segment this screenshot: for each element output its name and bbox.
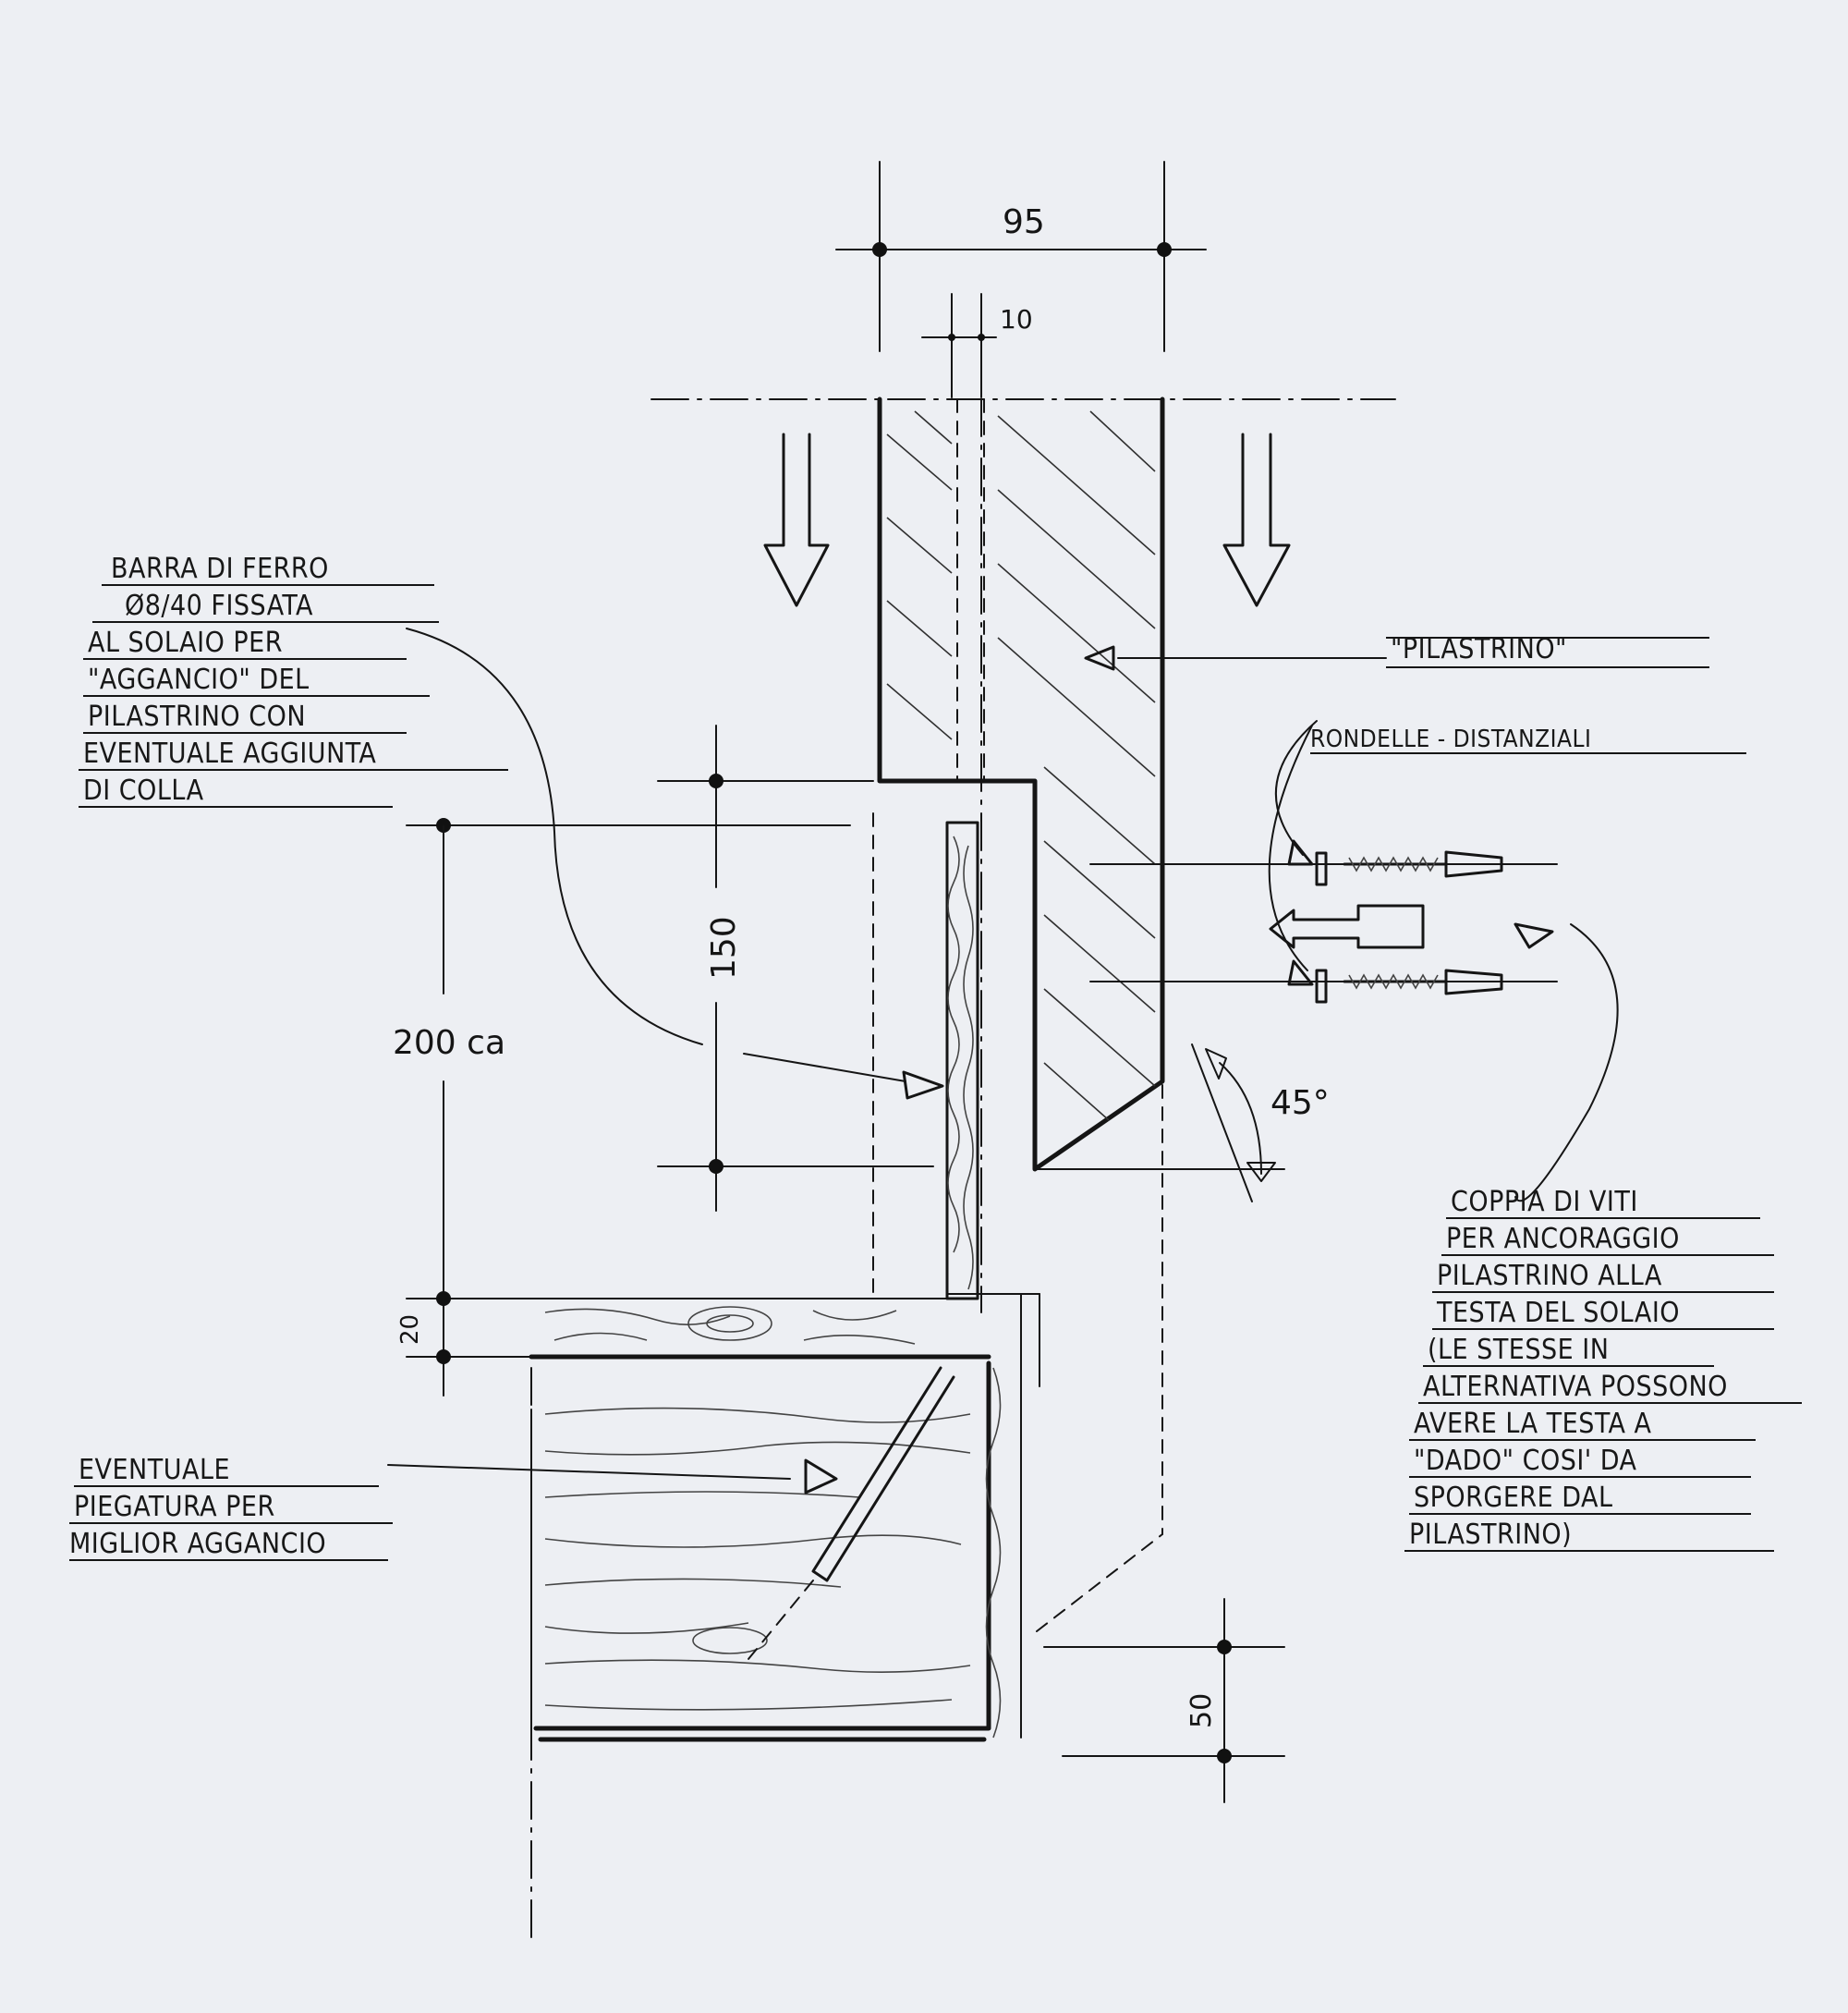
leader-pilastrino — [1084, 645, 1387, 671]
angle-45-label: 45° — [1270, 1084, 1330, 1122]
beam-solaio — [530, 1293, 1040, 1742]
dimension-20-label: 20 — [396, 1314, 424, 1345]
viti-line-3: PILASTRINO ALLA — [1437, 1260, 1662, 1292]
note-viti: COPPIA DI VITI PER ANCORAGGIO PILASTRINO… — [1404, 1186, 1802, 1552]
viti-line-8: "DADO" COSI' DA — [1414, 1445, 1637, 1477]
barra-line-2: Ø8/40 FISSATA — [125, 590, 313, 622]
dimension-50-label: 50 — [1185, 1693, 1218, 1728]
dimension-overlap: 150 — [657, 725, 934, 1212]
rondelle-label: RONDELLE - DISTANZIALI — [1310, 726, 1591, 753]
barra-line-5: PILASTRINO CON — [88, 701, 306, 733]
dimension-95-label: 95 — [1003, 203, 1045, 241]
screw-upper — [1089, 850, 1558, 886]
pilastrino-post — [877, 396, 1165, 1172]
note-piegatura: EVENTUALE PIEGATURA PER MIGLIOR AGGANCIO — [69, 1454, 393, 1561]
note-rondelle: RONDELLE - DISTANZIALI — [1310, 726, 1746, 754]
viti-line-9: SPORGERE DAL — [1414, 1482, 1613, 1514]
viti-line-7: AVERE LA TESTA A — [1414, 1408, 1652, 1440]
dimension-bottom: 50 — [1043, 1598, 1285, 1803]
viti-line-4: TESTA DEL SOLAIO — [1436, 1297, 1680, 1329]
dimension-150-label: 150 — [705, 916, 743, 980]
viti-line-10: PILASTRINO) — [1409, 1519, 1572, 1551]
viti-line-6: ALTERNATIVA POSSONO — [1423, 1371, 1728, 1403]
leader-piegatura — [387, 1458, 838, 1494]
piegatura-line-1: EVENTUALE — [79, 1454, 230, 1486]
note-barra: BARRA DI FERRO Ø8/40 FISSATA AL SOLAIO P… — [79, 553, 508, 808]
screw-lower — [1089, 969, 1558, 1004]
barra-line-3: AL SOLAIO PER — [88, 627, 283, 659]
barra-line-1: BARRA DI FERRO — [111, 553, 329, 585]
viti-line-2: PER ANCORAGGIO — [1446, 1223, 1680, 1255]
viti-pointer-triangle — [1514, 922, 1554, 949]
note-pilastrino: "PILASTRINO" — [1386, 633, 1709, 668]
barra-line-7: DI COLLA — [83, 775, 204, 807]
angle-45: 45° — [1036, 1043, 1330, 1202]
viti-line-5: (LE STESSE IN — [1428, 1334, 1609, 1366]
barra-line-4: "AGGANCIO" DEL — [88, 664, 310, 696]
viti-line-1: COPPIA DI VITI — [1451, 1186, 1638, 1218]
dimension-beam-height: 200 ca — [393, 818, 851, 1397]
load-arrow-right — [1222, 433, 1291, 607]
dimension-board: 20 — [396, 1279, 537, 1387]
piegatura-line-2: PIEGATURA PER — [74, 1491, 275, 1523]
pilastrino-label: "PILASTRINO" — [1391, 633, 1567, 665]
screw-insert-arrow — [1269, 904, 1425, 949]
leader-viti — [1514, 923, 1619, 1202]
dimension-width-total: 95 — [835, 161, 1207, 352]
barra-line-6: EVENTUALE AGGIUNTA — [83, 738, 376, 770]
iron-bar — [945, 821, 979, 1300]
load-arrow-left — [763, 433, 830, 607]
floor-board — [529, 1298, 991, 1360]
dimension-200-label: 200 ca — [393, 1024, 505, 1062]
dimension-bar-width: 10 — [921, 293, 1033, 398]
leader-barra — [406, 628, 944, 1100]
piegatura-line-3: MIGLIOR AGGANCIO — [69, 1528, 326, 1560]
leader-rondelle — [1268, 720, 1318, 986]
dimension-10-label: 10 — [1000, 304, 1033, 335]
